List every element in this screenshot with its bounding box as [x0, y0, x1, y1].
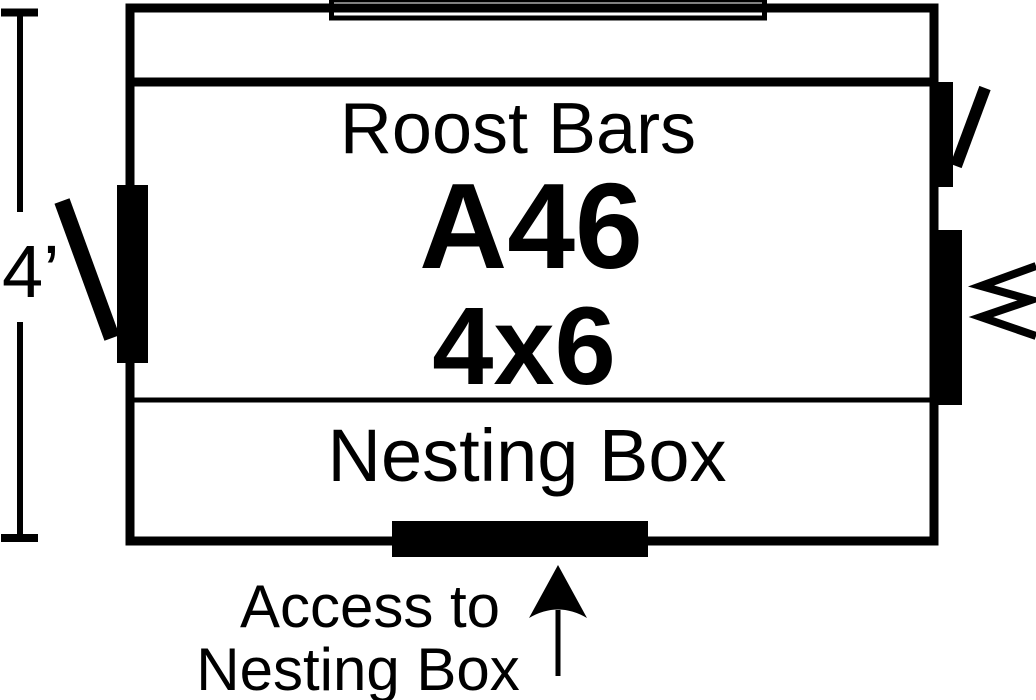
- arrow-head: [529, 565, 587, 618]
- coop-model-label: A46: [419, 158, 643, 294]
- left-door-panel: [117, 185, 148, 363]
- access-caption-line-2: Nesting Box: [196, 636, 520, 700]
- top-window-symbol: [329, 0, 767, 21]
- left-door: [54, 185, 148, 363]
- right-upper-door: [932, 82, 991, 187]
- zigzag-symbol: [967, 262, 1036, 340]
- nesting-box-access-hatch: [392, 521, 648, 557]
- height-dimension-indicator: 4’: [1, 8, 60, 542]
- left-door-swing-line: [54, 198, 120, 341]
- height-dimension-label: 4’: [2, 230, 60, 313]
- right-lower-door-panel: [933, 230, 962, 405]
- right-upper-door-panel: [932, 82, 953, 187]
- right-lower-opening: [933, 230, 1036, 405]
- access-caption-line-1: Access to: [240, 573, 500, 640]
- access-arrow: [529, 565, 587, 676]
- coop-size-label: 4x6: [432, 285, 616, 408]
- roost-bars-label: Roost Bars: [340, 89, 696, 169]
- right-upper-door-swing-line: [950, 85, 991, 169]
- nesting-box-label: Nesting Box: [328, 414, 727, 497]
